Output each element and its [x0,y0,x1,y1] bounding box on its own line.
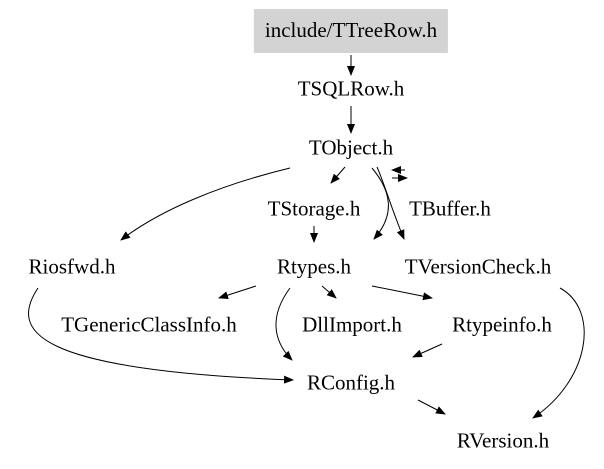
edge-tversioncheck-to-rversion [532,287,585,419]
node-tgenericclassinfo[interactable]: TGenericClassInfo.h [61,312,237,337]
node-rconfig[interactable]: RConfig.h [306,370,396,395]
node-dllimport[interactable]: DllImport.h [302,312,402,337]
edge-rtypes-to-tgenericclassinfo [218,285,257,300]
node-tbuffer[interactable]: TBuffer.h [409,196,491,221]
node-rversion[interactable]: RVersion.h [456,428,550,453]
edge-rtypes-to-dllimport [321,285,337,299]
node-tversioncheck[interactable]: TVersionCheck.h [404,254,552,279]
edge-riosfwd-to-rconfig [28,287,294,384]
node-ttreerow[interactable]: include/TTreeRow.h [253,9,449,53]
edge-tobject-to-tstorage [330,166,346,184]
node-tobject[interactable]: TObject.h [308,135,394,160]
node-rtypeinfo[interactable]: Rtypeinfo.h [452,312,552,337]
edge-tobject-to-riosfwd [120,167,291,241]
node-riosfwd[interactable]: Riosfwd.h [28,254,116,279]
edge-rtypes-to-rtypeinfo [371,285,433,301]
edge-rtypeinfo-to-rconfig [412,343,443,358]
node-rtypes[interactable]: Rtypes.h [276,254,352,279]
edge-rconfig-to-rversion [417,399,446,415]
edge-tobject-to-rtypes [371,167,389,240]
edge-rtypes-to-rconfig [275,287,293,361]
edge-tobject-to-tversioncheck [376,166,405,240]
node-tsqlrow[interactable]: TSQLRow.h [297,76,405,101]
node-tstorage[interactable]: TStorage.h [267,196,361,221]
